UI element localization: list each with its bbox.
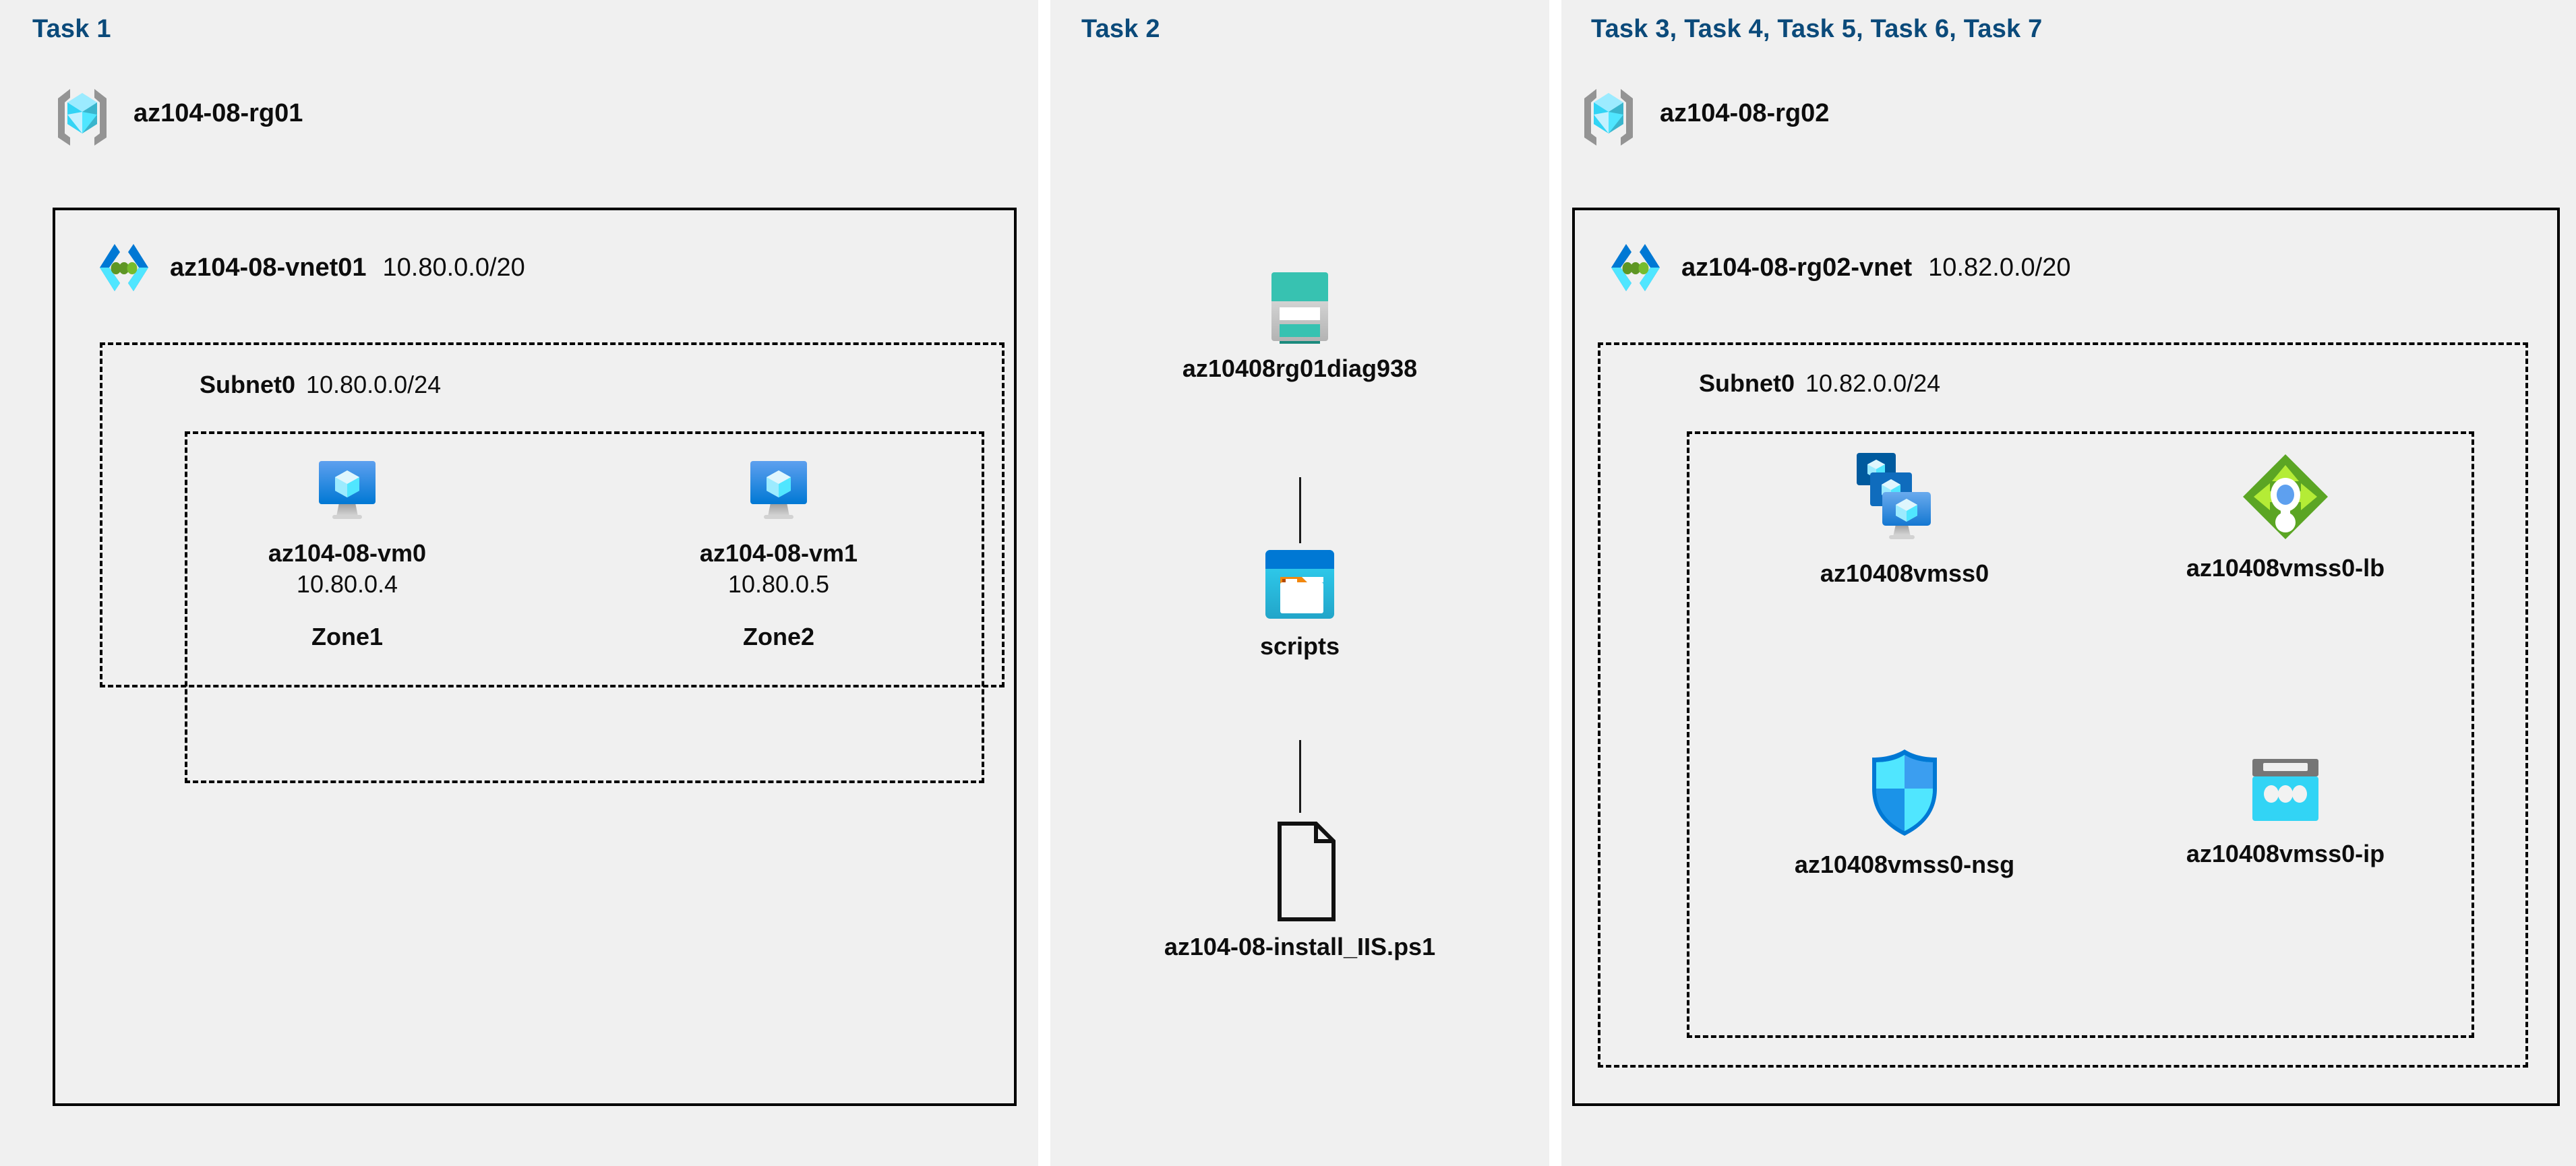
vm-label: az104-08-vm1 [699, 539, 858, 567]
virtual-machine-icon [741, 453, 816, 528]
task3to7-panel [1561, 0, 2576, 1166]
vmss-node[interactable]: az10408vmss0 [1793, 450, 2016, 588]
storage-account-node[interactable]: az10408rg01diag938 [1122, 270, 1478, 383]
script-file-icon [1261, 821, 1339, 922]
task1-subnet-header: Subnet0 10.80.0.0/24 [200, 371, 441, 399]
task1-subnet-box [100, 342, 1005, 687]
load-balancer-label: az10408vmss0-lb [2186, 554, 2385, 582]
task1-panel [0, 0, 1038, 1166]
virtual-machine-icon [309, 453, 385, 528]
vm-zone: Zone1 [311, 623, 383, 650]
script-file-node[interactable]: az104-08-install_IIS.ps1 [1119, 821, 1480, 961]
storage-account-label: az10408rg01diag938 [1182, 355, 1418, 382]
task1-vnet-box [53, 208, 1017, 1106]
resource-group-name: az104-08-rg02 [1660, 98, 1830, 127]
vm-ip-address: 10.80.0.5 [727, 570, 830, 598]
nsg-label: az10408vmss0-nsg [1794, 851, 2015, 878]
vm-ip-address: 10.80.0.4 [296, 570, 398, 598]
task3to7-resource-group: az104-08-rg02 [1575, 80, 1829, 147]
vm-zone: Zone2 [742, 623, 814, 650]
subnet-cidr: 10.80.0.0/24 [306, 371, 442, 398]
resource-group-name: az104-08-rg01 [133, 98, 303, 127]
task3to7-subnet-header: Subnet0 10.82.0.0/24 [1699, 369, 1940, 398]
vm-node-az104-08-vm1[interactable]: az104-08-vm1 10.80.0.5 Zone2 [694, 453, 863, 651]
virtual-network-icon [94, 241, 154, 294]
task3to7-resources-box [1687, 431, 2474, 1038]
script-file-label: az104-08-install_IIS.ps1 [1164, 933, 1436, 960]
task2-heading: Task 2 [1081, 15, 1160, 43]
task3to7-heading: Task 3, Task 4, Task 5, Task 6, Task 7 [1591, 15, 2043, 43]
container-to-file-connector [1299, 740, 1301, 813]
subnet-cidr: 10.82.0.0/24 [1805, 369, 1941, 397]
vm-scale-set-icon [1855, 450, 1954, 549]
task1-heading: Task 1 [32, 15, 111, 43]
storage-account-icon [1267, 270, 1332, 344]
task1-vm-group-box [185, 431, 984, 783]
public-ip-address-icon [2246, 755, 2325, 829]
task3to7-subnet-box [1598, 342, 2528, 1068]
task1-resource-group: az104-08-rg01 [49, 80, 303, 147]
vm-label: az104-08-vm0 [268, 539, 427, 567]
vnet-name: az104-08-rg02-vnet [1681, 253, 1913, 282]
network-security-group-icon [1864, 745, 1945, 840]
load-balancer-node[interactable]: az10408vmss0-lb [2161, 450, 2410, 582]
load-balancer-icon [2239, 450, 2332, 543]
blob-container-node[interactable]: scripts [1219, 547, 1381, 661]
task3to7-vnet-box [1572, 208, 2560, 1106]
subnet-name: Subnet0 [200, 371, 296, 398]
subnet-name: Subnet0 [1699, 369, 1795, 397]
vnet-name: az104-08-vnet01 [170, 253, 367, 282]
vm-node-az104-08-vm0[interactable]: az104-08-vm0 10.80.0.4 Zone1 [263, 453, 431, 651]
task1-vnet-header: az104-08-vnet01 10.80.0.0/20 [94, 241, 525, 294]
public-ip-label: az10408vmss0-ip [2186, 840, 2385, 867]
public-ip-node[interactable]: az10408vmss0-ip [2171, 755, 2400, 868]
resource-group-icon [1575, 80, 1642, 147]
vmss-label: az10408vmss0 [1820, 559, 1989, 587]
virtual-network-icon [1606, 241, 1665, 294]
vnet-cidr: 10.82.0.0/20 [1928, 253, 2071, 282]
resource-group-icon [49, 80, 116, 147]
storage-to-container-connector [1299, 477, 1301, 543]
blob-container-icon [1263, 547, 1337, 621]
nsg-node[interactable]: az10408vmss0-nsg [1780, 745, 2029, 879]
task3to7-vnet-header: az104-08-rg02-vnet 10.82.0.0/20 [1606, 241, 2070, 294]
blob-container-label: scripts [1259, 632, 1340, 660]
vnet-cidr: 10.80.0.0/20 [382, 253, 525, 282]
